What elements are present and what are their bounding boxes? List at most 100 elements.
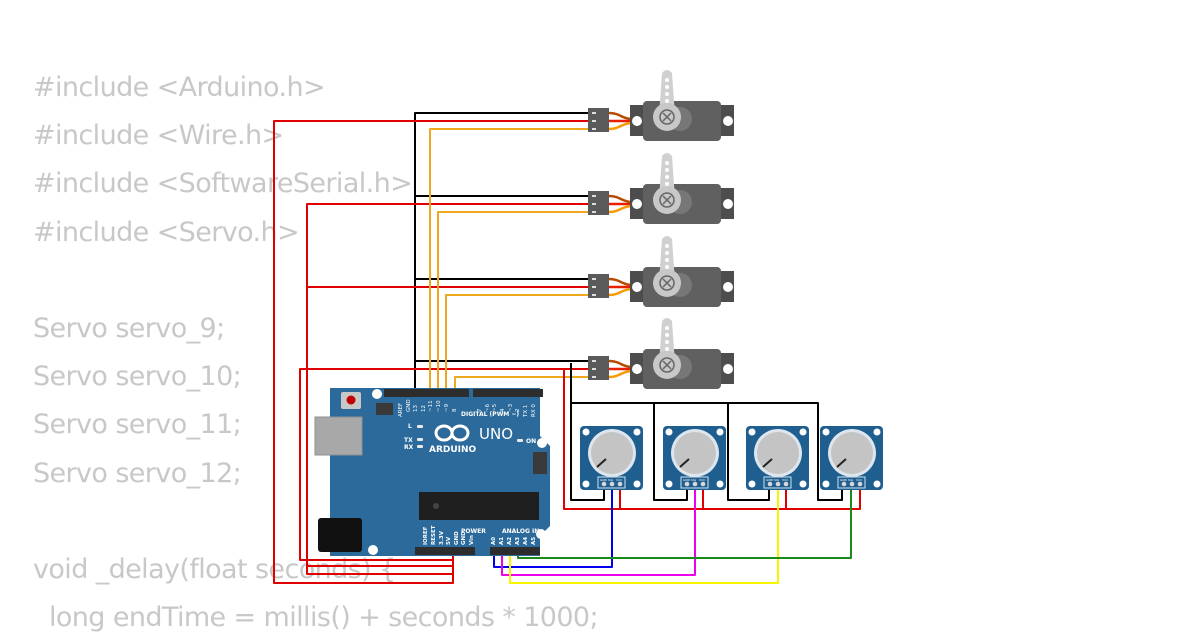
signal-wire-11 (437, 211, 590, 393)
pot-knob[interactable] (757, 432, 799, 474)
pot-pin-label: VCC (699, 478, 705, 482)
power-label: POWER (461, 528, 486, 535)
servos (588, 70, 734, 389)
power-header (415, 547, 475, 555)
power-jack (318, 518, 362, 552)
servo-motor (588, 236, 734, 307)
code-line: #include <Arduino.h> (33, 72, 326, 103)
pot-pin-label: GND (600, 478, 608, 482)
servo-connector (588, 108, 609, 132)
code-line: Servo servo_9; (33, 312, 225, 344)
digital-pin-label: GND (406, 399, 412, 412)
digital-pin-label: ~9 (444, 403, 450, 412)
pot-knob[interactable] (674, 432, 716, 474)
pot-pin-label: GND (840, 478, 848, 482)
pot-power-wire (563, 369, 861, 510)
ground-wire (414, 278, 590, 393)
power-pin-label: Vin (469, 535, 475, 545)
analog-pin-label: A0 (491, 537, 497, 545)
digital-pin-label: ~11 (428, 400, 434, 412)
code-line: Servo servo_11; (33, 409, 242, 441)
pot-ground-wire (570, 363, 605, 501)
code-line: Servo servo_10; (33, 361, 242, 393)
pot-ground-wire (654, 402, 770, 501)
code-line: #include <SoftwareSerial.h> (33, 168, 413, 200)
pot-signal-wire (509, 484, 779, 584)
servo-motor (588, 318, 734, 389)
reset-button-cap[interactable] (346, 395, 356, 405)
pot-pin-label: SIG (774, 478, 780, 482)
digital-pin-label: 7 (477, 408, 483, 412)
pot-knob[interactable] (591, 432, 633, 474)
analog-pin-label: A5 (531, 537, 537, 545)
servo-connector (588, 356, 609, 380)
analog-header (490, 547, 540, 555)
analog-pin-label: A4 (523, 537, 529, 545)
servo-connector (588, 191, 609, 215)
code-line: Servo servo_12; (33, 457, 242, 489)
digital-pin-label: RX 0 (531, 404, 537, 417)
signal-wire-12 (429, 128, 590, 393)
digital-header-left (384, 389, 469, 397)
pot-ground-wire (571, 402, 688, 501)
analog-pin-label: A3 (515, 537, 521, 545)
digital-pin-label: 4 (500, 408, 506, 412)
power-wire (306, 286, 590, 567)
pot-pin-label: VCC (616, 478, 622, 482)
power-pin-label: RESET (431, 525, 437, 545)
ground-wire (414, 112, 590, 393)
signal-wire-10 (445, 294, 590, 393)
code-listing: #include <Arduino.h> #include <Wire.h> #in… (33, 64, 599, 642)
signal-wire-9 (454, 376, 590, 393)
servo-motor (588, 153, 734, 224)
mount-hole (536, 529, 546, 539)
pot-pin-label: SIG (691, 478, 697, 482)
pot-pin-label: GND (683, 478, 691, 482)
led-label-rx: RX (404, 444, 414, 451)
digital-header-label: DIGITAL (PWM ~) (461, 411, 519, 418)
servo-connector (588, 274, 609, 298)
power-wire (299, 368, 590, 561)
led-label-tx: TX (404, 437, 413, 444)
pot-signal-wire (501, 484, 696, 576)
arduino-logo (434, 424, 470, 442)
servo-motor (588, 70, 734, 141)
wires (273, 112, 861, 584)
code-line: #include <Wire.h> (33, 120, 284, 152)
ground-wire (414, 360, 590, 393)
chip-notch (433, 503, 439, 509)
pot-knob[interactable] (831, 432, 873, 474)
code-line: #include <Servo.h> (33, 216, 300, 248)
mount-hole (537, 438, 547, 448)
pot-pin-label: GND (766, 478, 774, 482)
pot-pin-label: SIG (848, 478, 854, 482)
led-indicators (417, 425, 523, 448)
digital-pin-label: 13 (413, 405, 419, 412)
power-pin-label: 5V (446, 536, 452, 545)
icsp-header (376, 403, 547, 474)
power-pin-label: 3.3V (439, 530, 445, 545)
digital-pin-label: ~6 (485, 403, 491, 412)
pot-signal-wire (517, 484, 852, 559)
digital-pin-label: 2 (515, 409, 521, 413)
digital-header-right (473, 389, 543, 397)
pot-pin-label: VCC (856, 478, 862, 482)
arduino-uno-board: ARDUINO UNO DIGITAL (PWM ~) POWER ANALOG… (314, 388, 550, 556)
analog-pin-label: A1 (499, 537, 505, 545)
power-pin-label: GND (461, 531, 467, 545)
analog-pin-label: A2 (507, 537, 513, 545)
digital-pin-label: AREF (398, 403, 404, 417)
pot-signal-wire (493, 484, 613, 568)
analog-label: ANALOG IN (502, 528, 539, 535)
usb-port (314, 416, 363, 456)
digital-pin-label: 8 (452, 408, 458, 412)
board-logo-text: ARDUINO (429, 445, 477, 455)
digital-pin-label: ~5 (492, 403, 498, 412)
code-line: long endTime = millis() + seconds * 1000… (33, 602, 599, 634)
